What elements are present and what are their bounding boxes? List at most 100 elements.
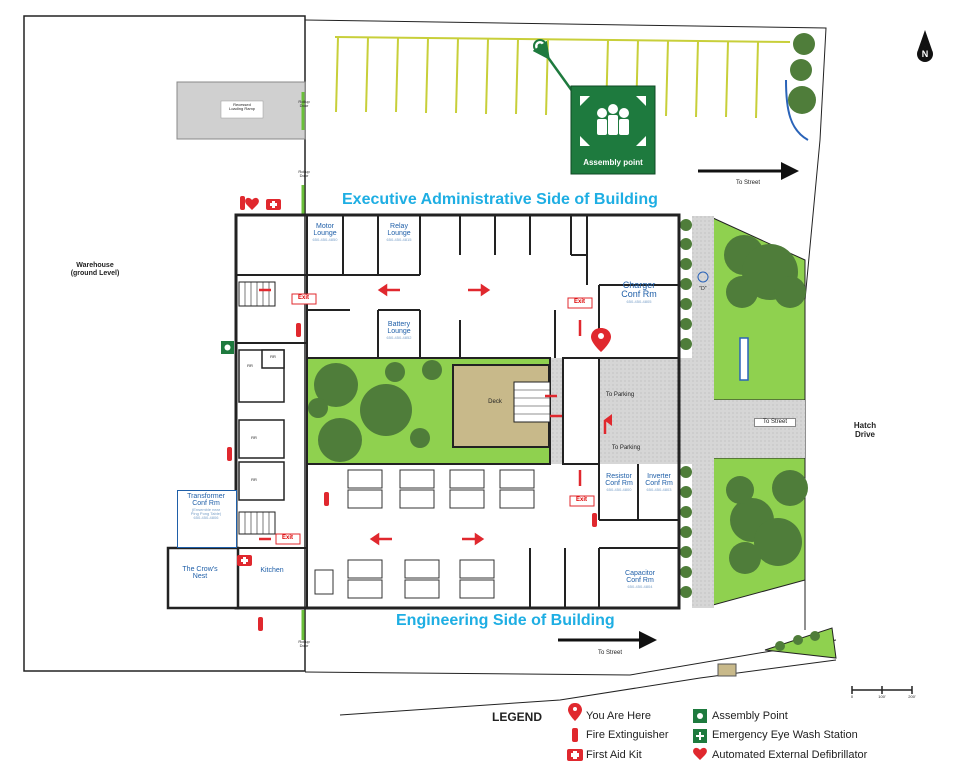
legend-label: First Aid Kit — [586, 749, 642, 761]
transformer-conf-room-text: Transformer Conf Rm (Ensemble near Ping … — [178, 493, 234, 520]
restroom-label: RR — [251, 477, 257, 482]
deck-label: Deck — [488, 399, 502, 405]
first-aid-kit-map — [237, 199, 281, 566]
restroom-label: RR — [247, 363, 253, 368]
inverter-conf-room: Inverter Conf Rm 650-450-4803 — [639, 473, 679, 492]
bench — [739, 337, 749, 381]
legend-label: Automated External Defibrillator — [712, 749, 868, 761]
fire-extinguisher-icons — [227, 196, 597, 631]
room-name: Resistor Conf Rm — [605, 473, 633, 488]
room-phone: 650-450-4850 — [312, 236, 338, 242]
room-name: Relay Lounge — [387, 223, 411, 238]
room-name: Charger Conf Rm — [621, 280, 657, 300]
ramp-label-box — [220, 100, 264, 119]
legend-assembly-point: Assembly Point — [712, 710, 788, 722]
property-line-bottom — [304, 639, 837, 676]
property-line-lower — [339, 659, 837, 716]
legend-label: Fire Extinguisher — [586, 729, 669, 741]
gate-box — [717, 663, 737, 677]
executive-side-heading: Executive Administrative Side of Buildin… — [342, 191, 658, 208]
d-marker-circle — [697, 271, 709, 283]
scale-tick-1: 100' — [878, 694, 886, 699]
central-hall — [562, 357, 600, 465]
charger-conf-room: Charger Conf Rm 650-450-4805 — [612, 280, 666, 304]
legend-label: Assembly Point — [712, 710, 788, 722]
room-phone: 650-450-4804 — [627, 583, 653, 589]
to-street-label-bottom: To Street — [597, 650, 622, 656]
room-phone: 650-450-4803 — [646, 486, 672, 492]
exit-sign: Exit — [282, 535, 294, 541]
interior-walls-eng — [236, 464, 679, 608]
legend-eye-wash-icon — [693, 729, 707, 743]
room-name: Transformer Conf Rm — [187, 493, 225, 508]
room-phone: 650-450-4806 — [193, 515, 219, 521]
restroom-block — [238, 349, 285, 501]
legend-label: You Are Here — [586, 710, 652, 722]
transformer-conf-room — [177, 490, 237, 548]
kitchen: Kitchen — [260, 567, 284, 574]
exit-sign-boxes — [275, 293, 595, 545]
recessed-ramp-label: Recessed Loading Ramp — [228, 102, 256, 112]
hatch-drive-label: Hatch Drive — [853, 421, 877, 439]
battery-lounge: Battery Lounge 650-450-4852 — [380, 321, 418, 340]
aed-icon-map — [245, 197, 259, 210]
rollup-door-top-label: Rollup Door — [298, 99, 310, 109]
assembly-point-sign — [570, 85, 656, 175]
eye-wash-map — [221, 341, 234, 354]
exit-sign: Exit — [298, 295, 310, 301]
exit-sign: Exit — [576, 497, 588, 503]
parking-edge — [334, 36, 791, 43]
room-name: Battery Lounge — [387, 321, 411, 336]
legend-first-aid-kit: First Aid Kit — [586, 749, 642, 761]
legend-pin-icon — [568, 703, 582, 721]
room-note: (Ensemble near Ping Pong Table) — [190, 506, 222, 516]
restroom-label: RR — [270, 354, 276, 359]
legend-you-are-here: You Are Here — [586, 710, 651, 722]
engineering-side-heading: Engineering Side of Building — [396, 612, 615, 629]
scale-bar — [851, 686, 913, 694]
courtyard-walk — [550, 358, 562, 464]
crows-nest: The Crow's Nest — [182, 566, 218, 581]
motor-lounge: Motor Lounge 650-450-4850 — [307, 223, 343, 242]
legend-fire-extinguisher: Fire Extinguisher — [586, 729, 669, 741]
to-street-label-top: To Street — [735, 180, 760, 186]
restroom-label: RR — [251, 435, 257, 440]
d-marker-label: "D" — [699, 286, 707, 292]
legend-aed-icon — [693, 747, 707, 760]
parking-sign-arrows — [604, 414, 612, 426]
you-are-here-pin — [591, 328, 611, 352]
trees-east — [724, 235, 820, 651]
to-parking-label-bottom: To Parking — [611, 445, 641, 451]
exit-sign: Exit — [574, 299, 586, 305]
hedge-top-right — [788, 33, 816, 114]
to-parking-label-top: To Parking — [605, 392, 635, 398]
interior-walls-exec — [236, 215, 679, 359]
room-name: Capacitor Conf Rm — [625, 570, 655, 585]
drive-lane — [600, 358, 714, 464]
legend-title: LEGEND — [492, 710, 543, 724]
room-phone: 650-450-4805 — [626, 298, 652, 304]
room-phone: 650-450-4800 — [606, 486, 632, 492]
legend-aed: Automated External Defibrillator — [712, 749, 867, 761]
curb-curve — [785, 79, 809, 141]
relay-lounge: Relay Lounge 650-450-4815 — [380, 223, 418, 242]
legend-first-aid-icon — [567, 749, 583, 761]
building-outline — [234, 213, 681, 610]
deck-stairs — [513, 381, 551, 423]
assembly-pointer-arrow — [532, 40, 577, 96]
scale-tick-0: 0 — [850, 694, 854, 699]
room-name: Inverter Conf Rm — [645, 473, 673, 488]
north-arrow-icon: N — [917, 30, 933, 62]
shrubs-walkway — [680, 219, 692, 598]
workstations — [314, 469, 535, 599]
room-phone: 650-450-4815 — [386, 236, 412, 242]
rollup-door-bottom-label: Rollup Door — [298, 639, 310, 649]
legend-assembly-icon — [693, 709, 707, 723]
rollup-door-mid-label: Rollup Door — [298, 169, 310, 179]
to-street-label-mid: To Street — [754, 418, 796, 427]
resistor-conf-room: Resistor Conf Rm 650-450-4800 — [600, 473, 638, 492]
legend-extinguisher-icon — [572, 728, 578, 742]
svg-text:N: N — [922, 49, 929, 59]
crows-nest-wing — [166, 546, 240, 610]
